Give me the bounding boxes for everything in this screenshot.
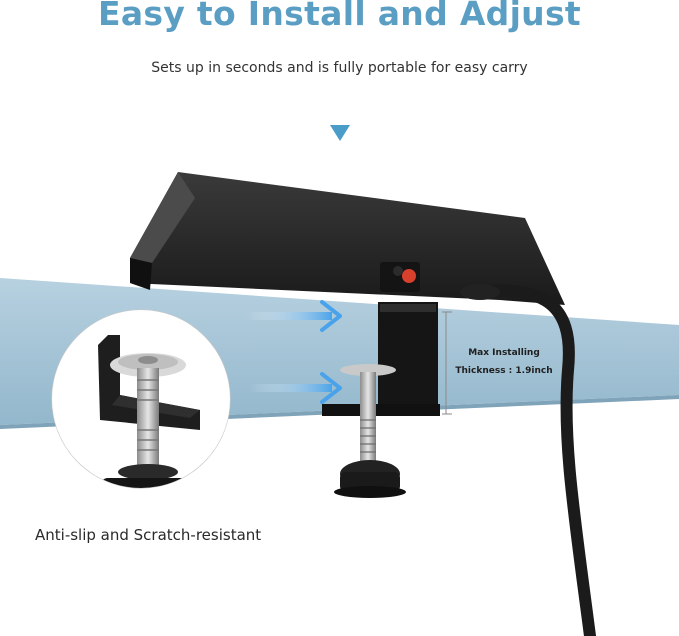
down-triangle-icon bbox=[330, 125, 350, 141]
right-arrow-icon bbox=[246, 300, 342, 332]
clamp-screw bbox=[340, 364, 396, 470]
right-arrow-icon bbox=[250, 372, 342, 404]
clamp-bracket bbox=[322, 302, 440, 416]
detail-zoom bbox=[52, 310, 230, 488]
page-title: Easy to Install and Adjust bbox=[97, 0, 581, 33]
detail-caption: Anti-slip and Scratch-resistant bbox=[35, 526, 262, 544]
power-button bbox=[402, 269, 416, 283]
power-cord bbox=[464, 284, 596, 636]
power-strip bbox=[130, 172, 565, 305]
clamp-knob bbox=[334, 460, 406, 498]
spec-thickness-line2: Thickness : 1.9inch bbox=[455, 366, 553, 376]
page-subtitle: Sets up in seconds and is fully portable… bbox=[151, 60, 528, 76]
spec-thickness-line1: Max Installing bbox=[468, 348, 540, 358]
